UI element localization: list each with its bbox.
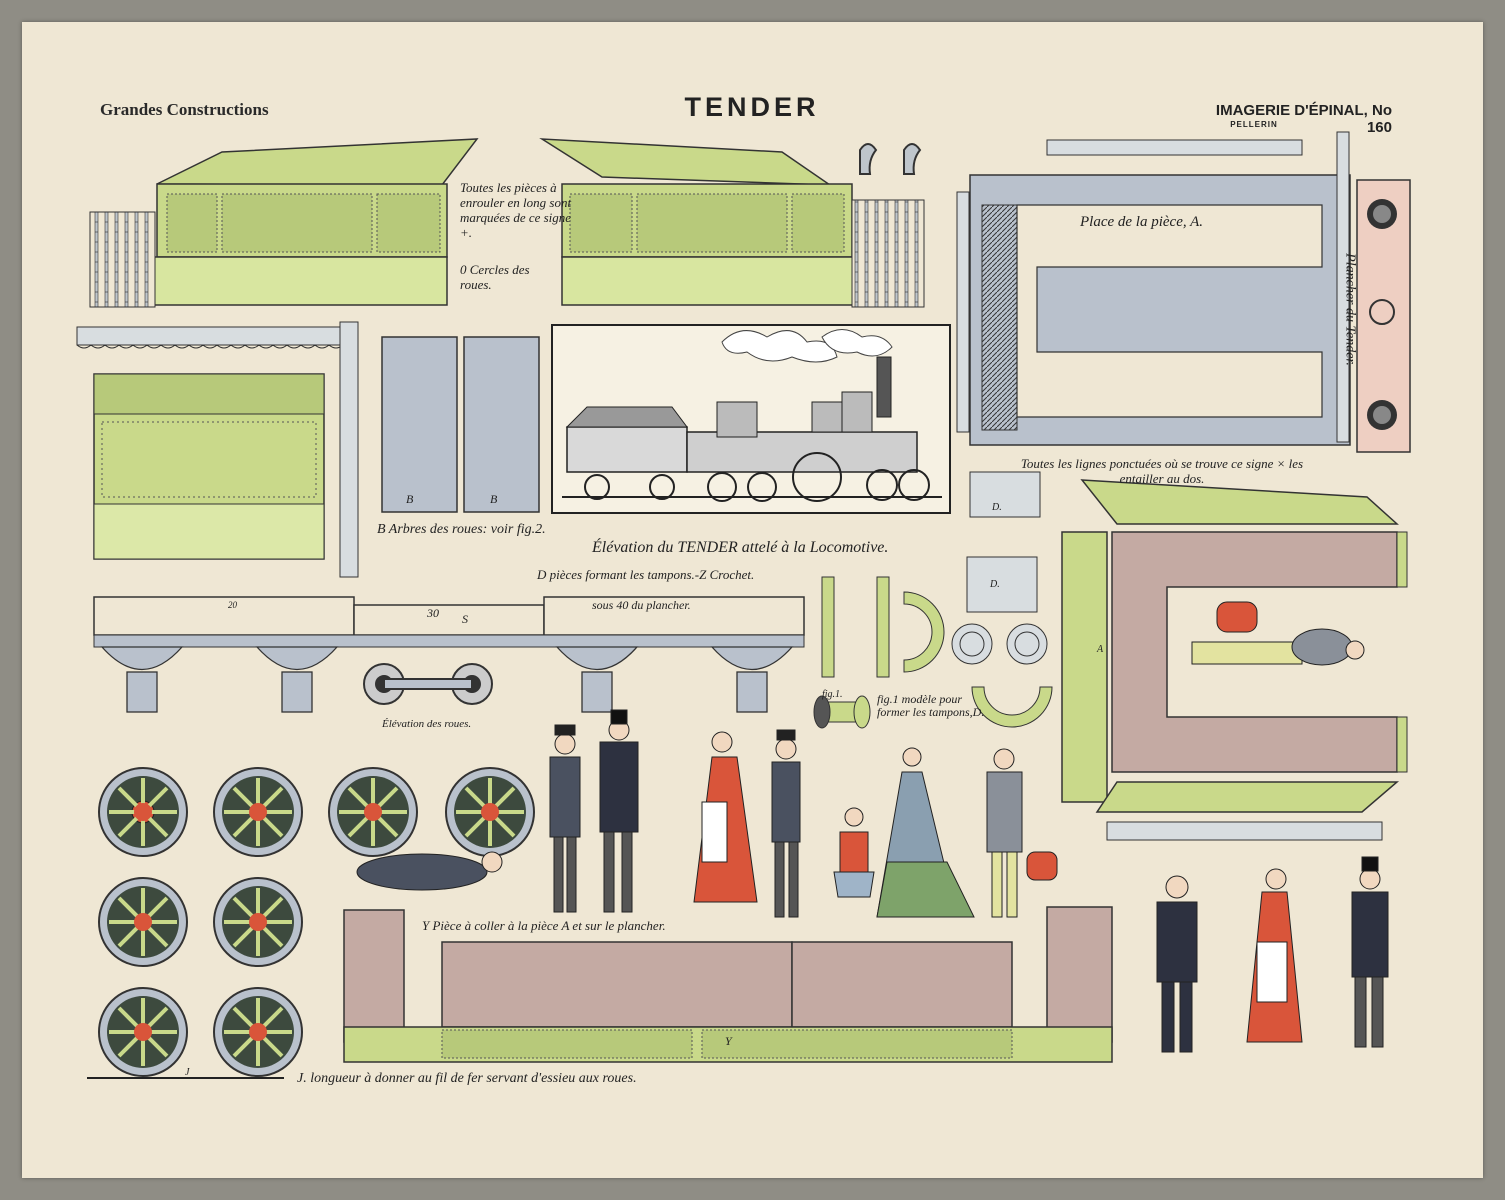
label-b-1: B bbox=[406, 492, 414, 506]
note-fig1-model: fig.1 modèle pour former les tampons,D. bbox=[877, 692, 985, 719]
tender-floor-plan bbox=[956, 131, 1411, 453]
label-j: J bbox=[185, 1067, 190, 1078]
note-fig1: fig.1. bbox=[822, 689, 843, 700]
imprint-label: IMAGERIE D'ÉPINAL, No 160 bbox=[1215, 102, 1392, 136]
label-30: 30 bbox=[427, 606, 439, 620]
note-floor-label: Plancher du Tender. bbox=[1342, 253, 1358, 366]
sheet-title: TENDER bbox=[684, 92, 820, 122]
caption-elevation: Élévation du TENDER attelé à la Locomoti… bbox=[592, 539, 889, 556]
note-axles-b: B Arbres des roues: voir fig.2. bbox=[377, 522, 546, 537]
label-d-2: D. bbox=[990, 579, 1000, 590]
buffer-model-fig1 bbox=[813, 695, 871, 729]
note-under-floor: sous 40 du plancher. bbox=[592, 598, 691, 612]
tender-side-right bbox=[539, 138, 925, 308]
note-piece-y: Y Pièce à coller à la pièce A et sur le … bbox=[422, 918, 666, 933]
note-dotted-lines: Toutes les lignes ponctuées où se trouve… bbox=[1020, 456, 1304, 486]
green-panel-left bbox=[93, 373, 325, 560]
chassis-elevation bbox=[93, 596, 805, 713]
print-sheet: Grandes Constructions TENDER IMAGERIE D'… bbox=[22, 22, 1483, 1178]
buffer-pieces-d bbox=[821, 471, 1053, 728]
axle-panels-b bbox=[381, 336, 540, 513]
note-buffers: D pièces formant les tampons.-Z Crochet. bbox=[537, 567, 755, 582]
label-a: A bbox=[1097, 644, 1104, 655]
tender-side-left bbox=[89, 138, 479, 308]
coupler-pieces bbox=[859, 143, 922, 175]
side-frame-a bbox=[1061, 479, 1408, 841]
strip-long bbox=[76, 326, 358, 346]
wheel-set bbox=[98, 767, 535, 1077]
strip-vertical bbox=[339, 321, 359, 578]
label-y: Y bbox=[725, 1034, 732, 1048]
note-place-piece-a: Place de la pièce, A. bbox=[1080, 214, 1204, 230]
cutout-artwork bbox=[76, 131, 1411, 1079]
label-s: S bbox=[462, 612, 468, 626]
note-wheel-circles: 0 Cercles des roues. bbox=[460, 262, 530, 292]
note-length-j: J. longueur à donner au fil de fer serva… bbox=[297, 1071, 637, 1086]
locomotive-engraving bbox=[551, 324, 951, 514]
label-b-2: B bbox=[490, 492, 498, 506]
series-title: Grandes Constructions bbox=[100, 100, 269, 119]
publisher-label: PELLERIN bbox=[1230, 120, 1278, 129]
label-20: 20 bbox=[228, 600, 237, 610]
note-wheel-elevation: Élévation des roues. bbox=[382, 718, 472, 730]
tender-body-y bbox=[343, 906, 1113, 1063]
label-d-1: D. bbox=[992, 502, 1002, 513]
passenger-figures bbox=[356, 601, 1389, 1053]
note-pieces-rolled: Toutes les pièces à enrouler en long son… bbox=[460, 180, 572, 240]
